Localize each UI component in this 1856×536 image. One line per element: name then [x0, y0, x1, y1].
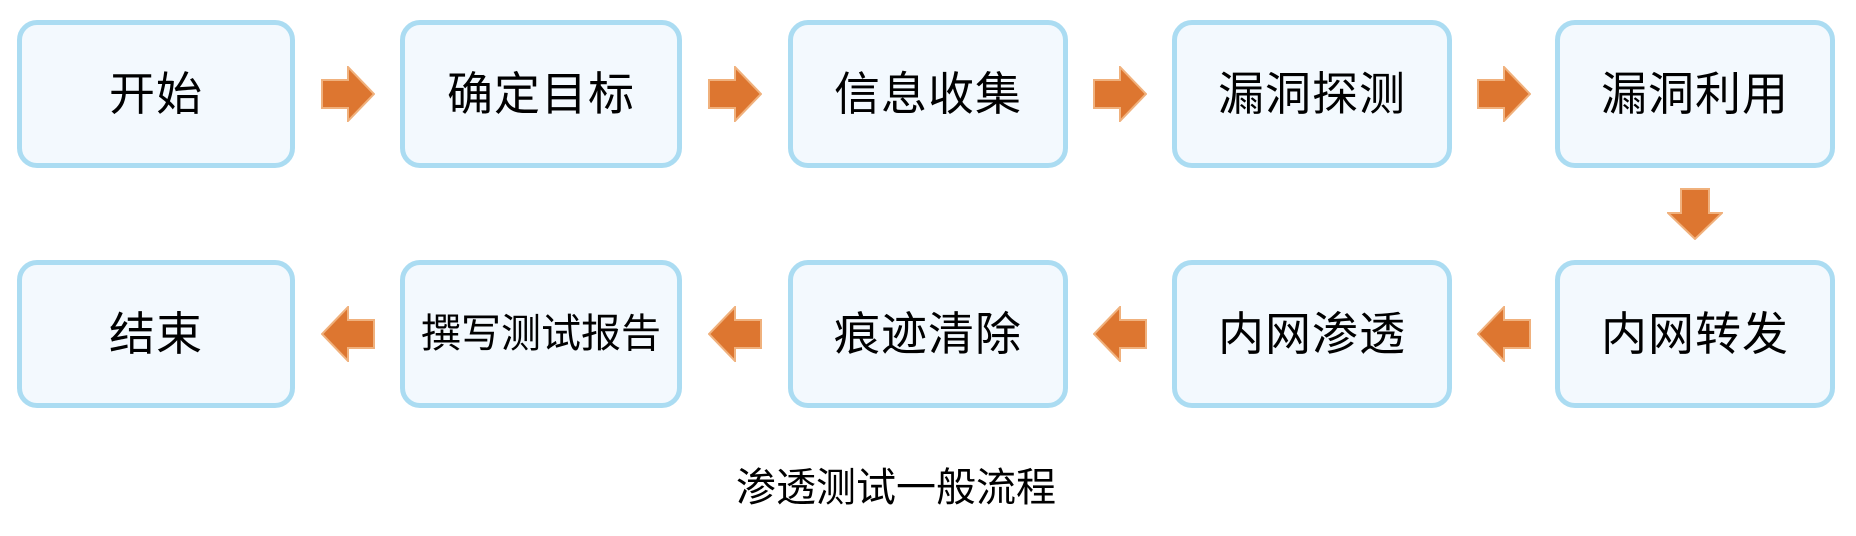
flow-node-write-report: 撰写测试报告 — [400, 260, 682, 408]
arrow-left-icon — [708, 306, 762, 362]
flow-node-label: 信息收集 — [834, 68, 1022, 120]
flow-node-end: 结束 — [17, 260, 295, 408]
flow-node-label: 开始 — [109, 68, 203, 120]
flow-node-trace-cleanup: 痕迹清除 — [788, 260, 1068, 408]
arrow-down-icon — [1667, 188, 1723, 240]
arrow-left-icon — [321, 306, 375, 362]
flow-node-vuln-detection: 漏洞探测 — [1172, 20, 1452, 168]
arrow-right-icon — [708, 66, 762, 122]
flow-node-label: 漏洞利用 — [1601, 68, 1789, 120]
flow-node-start: 开始 — [17, 20, 295, 168]
arrow-right-icon — [1093, 66, 1147, 122]
arrow-left-icon — [1093, 306, 1147, 362]
arrow-left-icon — [1477, 306, 1531, 362]
flow-node-label: 确定目标 — [447, 68, 635, 120]
diagram-caption: 渗透测试一般流程 — [736, 466, 1056, 510]
flow-node-label: 结束 — [109, 308, 203, 360]
flow-node-label: 撰写测试报告 — [421, 312, 661, 356]
flow-node-intranet-penetration: 内网渗透 — [1172, 260, 1452, 408]
arrow-right-icon — [321, 66, 375, 122]
flow-node-vuln-exploitation: 漏洞利用 — [1555, 20, 1835, 168]
flow-node-intranet-forwarding: 内网转发 — [1555, 260, 1835, 408]
flow-node-define-target: 确定目标 — [400, 20, 682, 168]
flow-node-label: 漏洞探测 — [1218, 68, 1406, 120]
flow-node-label: 内网转发 — [1601, 308, 1789, 360]
flow-node-label: 内网渗透 — [1218, 308, 1406, 360]
flow-node-label: 痕迹清除 — [834, 308, 1022, 360]
arrow-right-icon — [1477, 66, 1531, 122]
flow-node-info-gathering: 信息收集 — [788, 20, 1068, 168]
